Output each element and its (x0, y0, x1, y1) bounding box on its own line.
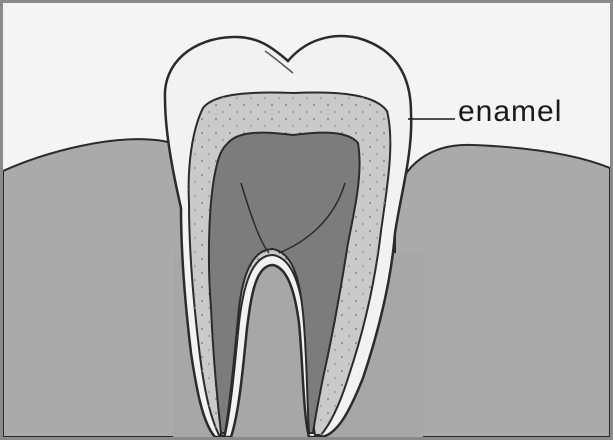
enamel-label: enamel (458, 95, 562, 129)
gum-tissue-right (395, 145, 610, 437)
tooth-illustration (3, 3, 610, 437)
